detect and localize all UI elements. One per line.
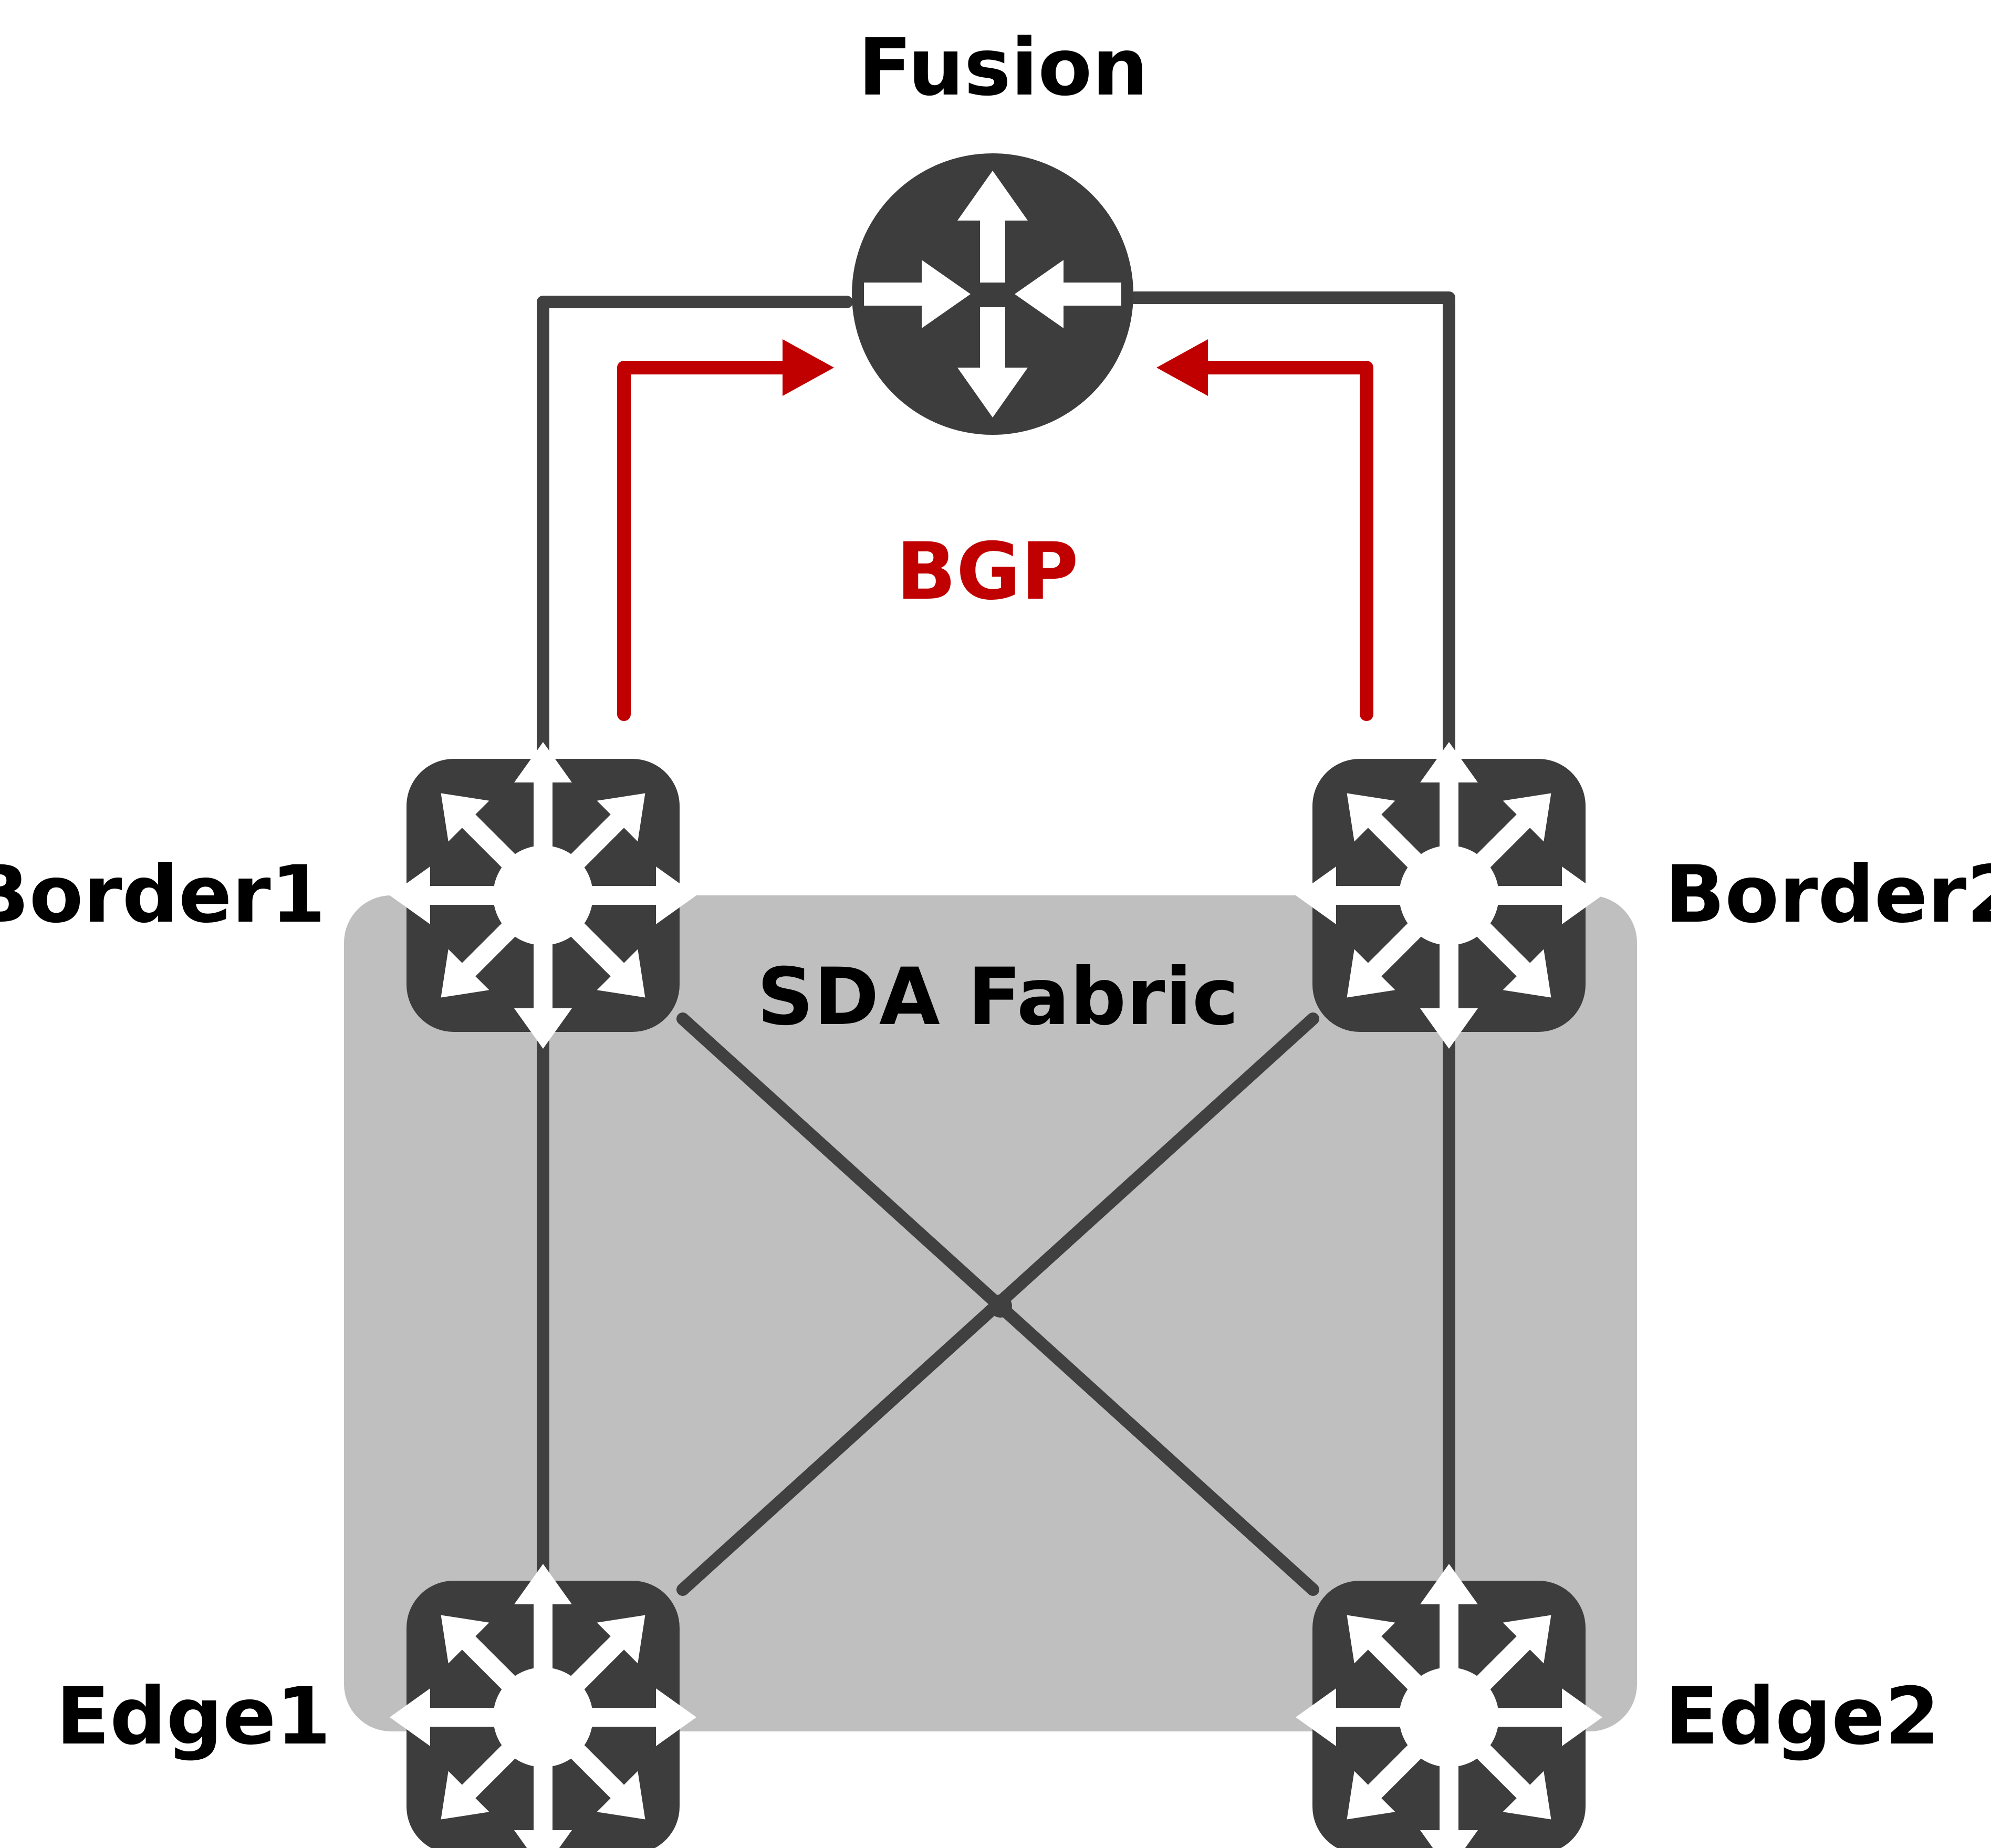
bgp-label: BGP — [896, 526, 1078, 618]
border2-label: Border2 — [1665, 849, 1991, 941]
bgp-arrow-left — [617, 361, 795, 721]
switch-edge1[interactable] — [390, 1564, 696, 1848]
edge1-label: Edge1 — [56, 1671, 331, 1762]
bgp-arrow-right — [1196, 361, 1373, 721]
router-icon — [852, 153, 1133, 435]
edge2-label: Edge2 — [1665, 1671, 1940, 1762]
switch-border2[interactable] — [1296, 742, 1602, 1049]
switch-border1[interactable] — [390, 742, 696, 1049]
bgp-arrowhead-right — [1156, 339, 1208, 396]
link-border1-fusion — [537, 296, 853, 765]
border1-label: Border1 — [0, 849, 326, 941]
fusion-router[interactable] — [852, 153, 1133, 435]
bgp-arrowhead-left — [783, 339, 834, 396]
bgp-arrows — [617, 339, 1373, 721]
fusion-label: Fusion — [858, 22, 1148, 113]
router-arrows — [864, 171, 1121, 417]
link-crossing-hop — [989, 1294, 1012, 1318]
switch-edge2[interactable] — [1296, 1564, 1602, 1848]
sda-fabric-label: SDA Fabric — [757, 952, 1238, 1043]
link-border2-fusion — [1128, 291, 1455, 765]
